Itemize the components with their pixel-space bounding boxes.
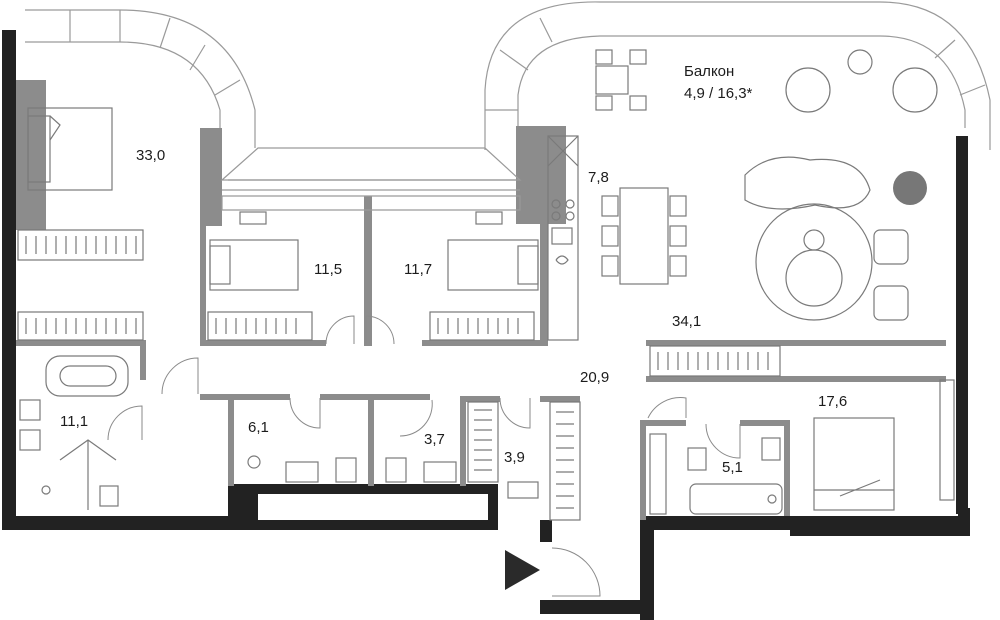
room-area-bath-left: 11,1 bbox=[60, 413, 88, 430]
room-area-wc-2: 3,7 bbox=[424, 431, 445, 448]
bath-right-fixtures bbox=[649, 433, 783, 515]
kitchen-counter bbox=[547, 135, 579, 341]
room-area-kitchen: 7,8 bbox=[588, 169, 609, 186]
bath-left-fixtures bbox=[19, 355, 129, 510]
room-area-wc-1: 6,1 bbox=[248, 419, 269, 436]
room-area-bedroom-left: 11,5 bbox=[314, 261, 342, 278]
interior-walls bbox=[16, 80, 946, 520]
entrance-arrow-icon bbox=[505, 550, 540, 590]
doors bbox=[107, 315, 741, 597]
room-area-bath-br: 5,1 bbox=[722, 459, 743, 476]
master-wardrobe bbox=[17, 229, 144, 341]
room-area-storage: 3,9 bbox=[504, 449, 525, 466]
living-furniture bbox=[649, 156, 927, 377]
bay-window bbox=[220, 147, 522, 211]
bedroom-br-furniture bbox=[813, 379, 955, 511]
room-area-master-bedroom: 33,0 bbox=[136, 147, 165, 164]
dining-table bbox=[601, 187, 687, 285]
outer-walls bbox=[2, 30, 970, 620]
balcony-left-curve bbox=[25, 9, 256, 148]
room-area-hall: 20,9 bbox=[580, 369, 609, 386]
bedroom-right-furniture bbox=[429, 211, 539, 341]
room-area-bedroom-br: 17,6 bbox=[818, 393, 847, 410]
balcony-area: 4,9 / 16,3* bbox=[684, 85, 753, 102]
bedroom-left-furniture bbox=[207, 211, 313, 341]
wc-fixtures bbox=[247, 401, 581, 521]
balcony-title: Балкон bbox=[684, 63, 734, 80]
balcony-furniture bbox=[595, 49, 938, 113]
balcony-right-curve bbox=[484, 1, 991, 150]
master-bed bbox=[27, 107, 113, 191]
room-area-living: 34,1 bbox=[672, 313, 701, 330]
room-area-bedroom-right: 11,7 bbox=[404, 261, 432, 278]
